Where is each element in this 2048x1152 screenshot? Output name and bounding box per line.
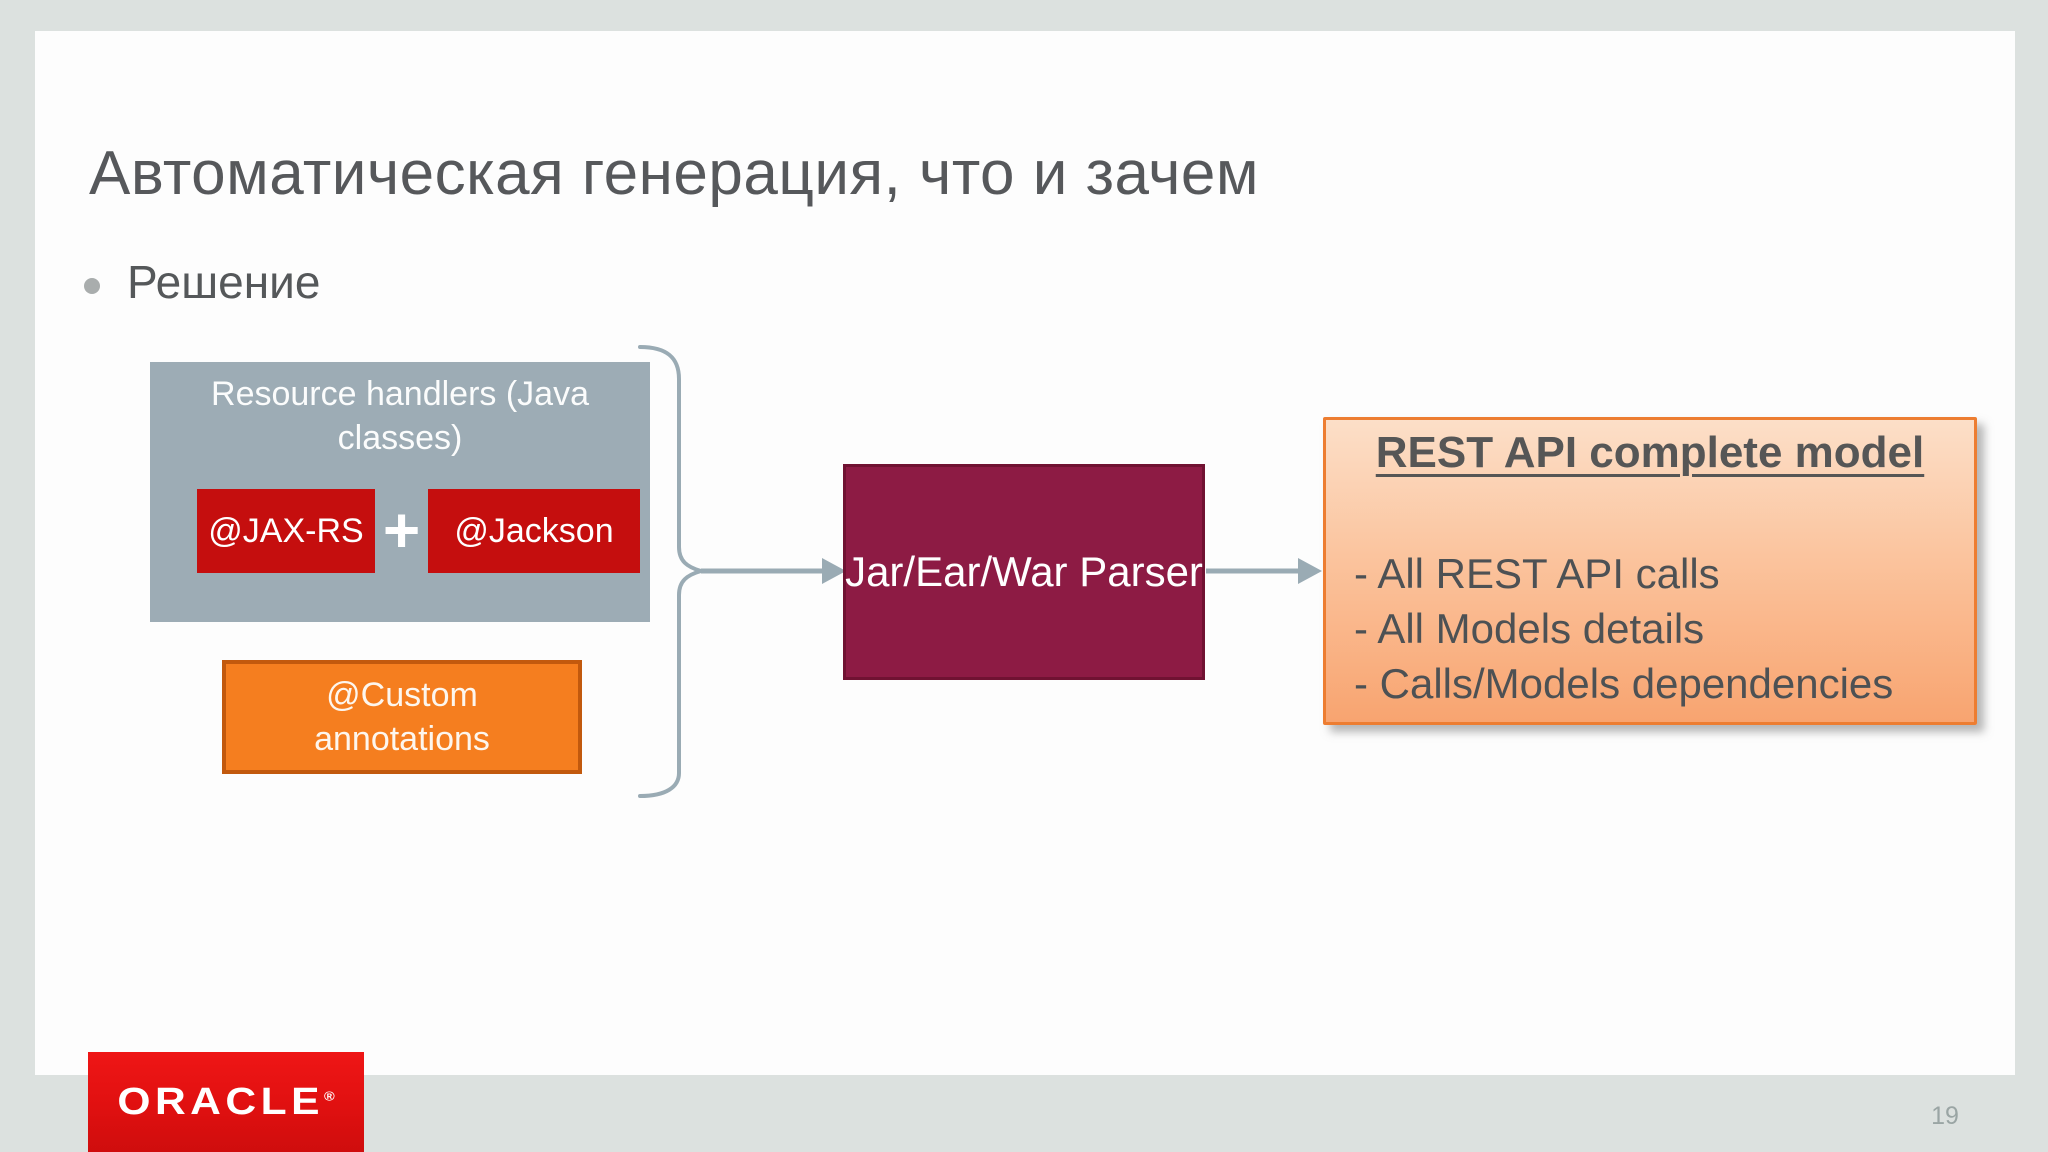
slide-title: Автоматическая генерация, что и зачем [89,139,1260,208]
plus-icon: + [382,494,421,566]
registered-mark: ® [323,1087,335,1103]
rest-model-item: - All REST API calls [1354,550,1720,597]
bullet-label: Решение [127,256,321,308]
rest-model-title: REST API complete model [1375,428,1925,477]
rest-model-item: - Calls/Models dependencies [1354,660,1894,707]
rest-model-item-list: - All REST API calls - All Models detail… [1354,546,1964,711]
parser-label: Jar/Ear/War Parser [845,548,1203,595]
oracle-logo: ORACLE® [88,1052,364,1152]
jax-rs-box: @JAX-RS [197,489,375,573]
bullet-icon [84,278,100,294]
rest-model-item: - All Models details [1354,605,1705,652]
custom-annotations-label: @Custom annotations [314,676,490,758]
parser-box: Jar/Ear/War Parser [843,464,1205,680]
page-number: 19 [1931,1102,1959,1130]
jax-rs-label: @JAX-RS [208,511,364,550]
rest-model-box: REST API complete model - All REST API c… [1323,417,1977,725]
custom-annotations-box: @Custom annotations [222,660,582,774]
jackson-label: @Jackson [454,511,614,550]
oracle-logo-text: ORACLE® [117,1080,335,1123]
jackson-box: @Jackson [428,489,640,573]
resource-handlers-label: Resource handlers (Java classes) [211,375,589,457]
resource-handlers-box: Resource handlers (Java classes) @JAX-RS… [150,362,650,622]
